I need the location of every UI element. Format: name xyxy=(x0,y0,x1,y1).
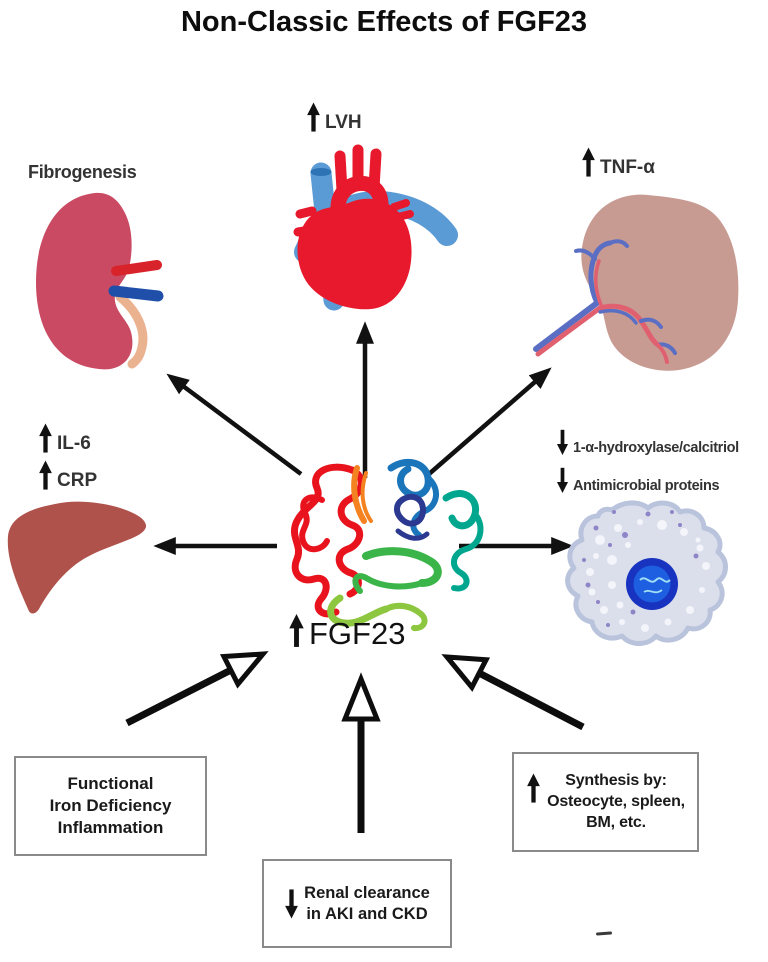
vena-cava-opening xyxy=(310,168,332,176)
up-arrow-icon xyxy=(527,773,540,803)
box-line: Renal clearance xyxy=(304,883,430,902)
nucleus-chromatin xyxy=(639,577,671,594)
down-arrow-icon xyxy=(556,429,569,455)
up-arrow-icon xyxy=(39,423,52,453)
label-crp: CRP xyxy=(38,459,97,492)
spleen-vessels xyxy=(533,239,677,364)
fgf23-protein-ribbon xyxy=(290,458,484,632)
pulmonary-vein xyxy=(293,225,315,237)
box-line: Iron Deficiency xyxy=(49,796,172,815)
up-arrow-icon xyxy=(582,147,595,177)
box-line: Osteocyte, spleen, xyxy=(547,793,685,810)
kidney-illustration xyxy=(36,192,164,370)
cell-nucleus-inner xyxy=(633,565,671,603)
cell-vesicles xyxy=(586,519,710,632)
hydroxylase-text: 1-α-hydroxylase/calcitriol xyxy=(573,439,739,456)
liver-illustration xyxy=(7,501,147,614)
cause-arrows xyxy=(125,651,585,833)
heart-illustration xyxy=(293,144,458,311)
aorta-branch xyxy=(368,148,382,194)
pulmonary-vein xyxy=(394,210,414,221)
down-arrow-icon xyxy=(285,889,299,919)
pulmonary-vein xyxy=(295,206,317,219)
tnf-alpha-text: TNF-α xyxy=(600,157,655,178)
renal-vein xyxy=(108,285,164,302)
box-line: Inflammation xyxy=(57,818,164,837)
down-arrow-icon xyxy=(556,467,569,493)
fgf23-text: FGF23 xyxy=(309,616,406,651)
box-line: Synthesis by: xyxy=(565,772,667,789)
renal-artery xyxy=(111,260,162,276)
effect-arrow-spleen xyxy=(427,367,552,476)
effect-arrow-kidney xyxy=(166,373,303,476)
renal-clearance-box: Renal clearance in AKI and CKD xyxy=(262,859,452,948)
cause-arrow-iron-deficiency xyxy=(125,651,269,727)
crp-text: CRP xyxy=(57,470,98,491)
aorta-branch xyxy=(334,150,348,196)
lvh-text: LVH xyxy=(325,112,362,133)
synthesis-box: Synthesis by: Osteocyte, spleen, BM, etc… xyxy=(512,752,699,852)
kidney-body xyxy=(36,192,133,370)
label-antimicrobial: Antimicrobial proteins xyxy=(556,465,720,495)
up-arrow-icon xyxy=(307,102,320,132)
box-line: in AKI and CKD xyxy=(306,904,428,923)
iron-deficiency-box: Functional Iron Deficiency Inflammation xyxy=(14,756,207,856)
label-tnf-alpha: TNF-α xyxy=(581,146,655,179)
box-line: BM, etc. xyxy=(586,814,646,831)
kidney-ureter xyxy=(115,292,148,369)
spleen-illustration xyxy=(533,194,739,371)
antimicrobial-text: Antimicrobial proteins xyxy=(573,477,720,494)
label-hydroxylase: 1-α-hydroxylase/calcitriol xyxy=(556,427,739,457)
il6-text: IL-6 xyxy=(57,433,91,454)
diagram-title: Non-Classic Effects of FGF23 xyxy=(180,6,588,38)
cause-arrow-synthesis xyxy=(441,654,585,731)
label-fibrogenesis: Fibrogenesis xyxy=(28,162,137,183)
heart-body xyxy=(297,198,412,310)
up-arrow-icon xyxy=(39,460,52,490)
liver-body xyxy=(7,501,147,614)
cell-granules xyxy=(582,510,699,627)
cause-arrow-renal-clearance xyxy=(341,672,381,833)
fibrogenesis-text: Fibrogenesis xyxy=(28,162,137,182)
pulmonary-vein xyxy=(390,199,410,211)
label-il6: IL-6 xyxy=(38,422,91,455)
immune-cell-illustration xyxy=(565,500,728,646)
up-arrow-icon xyxy=(289,614,304,647)
box-line: Functional xyxy=(67,774,154,793)
label-fgf23: FGF23 xyxy=(288,610,405,652)
spleen-body xyxy=(581,194,739,371)
label-lvh: LVH xyxy=(306,101,362,134)
